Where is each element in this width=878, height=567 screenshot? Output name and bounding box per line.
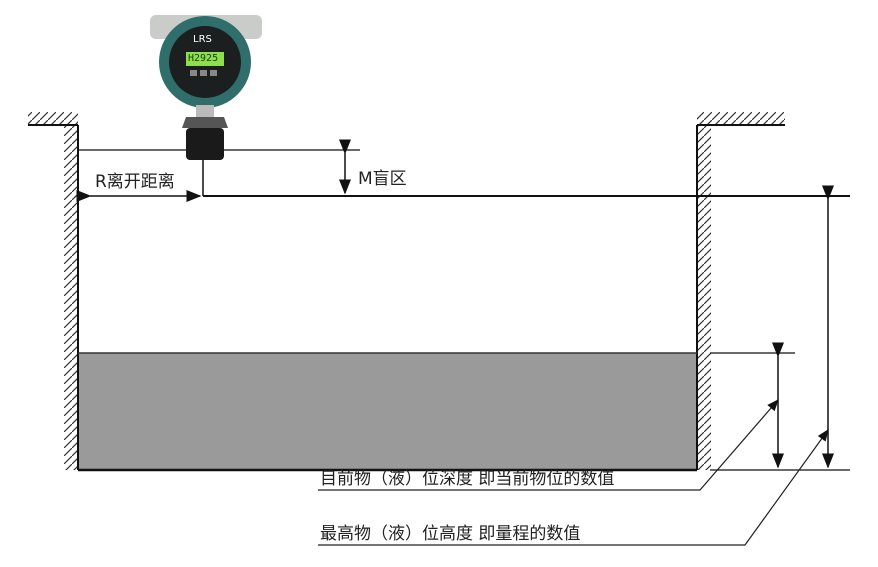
ultrasonic-sensor: [150, 15, 262, 160]
right-wall: [696, 112, 785, 470]
left-wall: [28, 112, 79, 470]
current-depth-label: 目前物（液）位深度 即当前物位的数值: [320, 469, 615, 489]
liquid: [78, 353, 697, 470]
current-depth-leader: [318, 399, 779, 491]
device-brand: LRS: [193, 34, 212, 45]
max-height-leader: [318, 429, 829, 546]
r-distance-label: R离开距离: [95, 172, 175, 192]
m-blind-label: M盲区: [358, 169, 407, 189]
device-display: H2925: [188, 53, 219, 64]
max-height-label: 最高物（液）位高度 即量程的数值: [320, 524, 581, 544]
